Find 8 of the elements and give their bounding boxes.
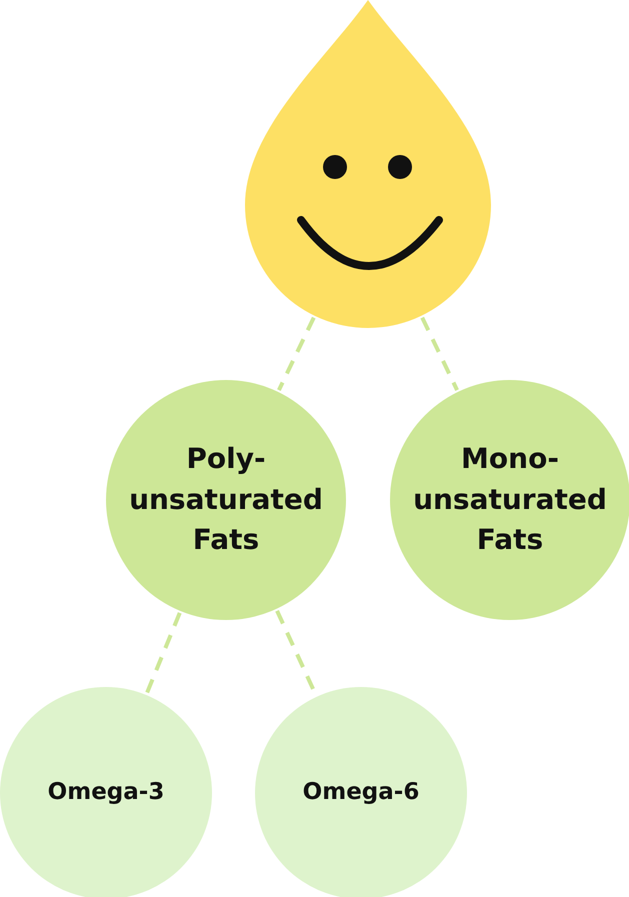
category-label: Mono- unsaturated Fats xyxy=(412,441,608,558)
category-label: Omega-6 xyxy=(302,778,420,808)
dashed-connector xyxy=(277,316,316,391)
category-label: Omega-3 xyxy=(48,778,164,808)
smiling-drop-drawing xyxy=(245,0,491,328)
dashed-connector xyxy=(145,612,182,694)
category-label: Poly- unsaturated Fats xyxy=(128,441,324,558)
dashed-connector xyxy=(420,316,459,391)
